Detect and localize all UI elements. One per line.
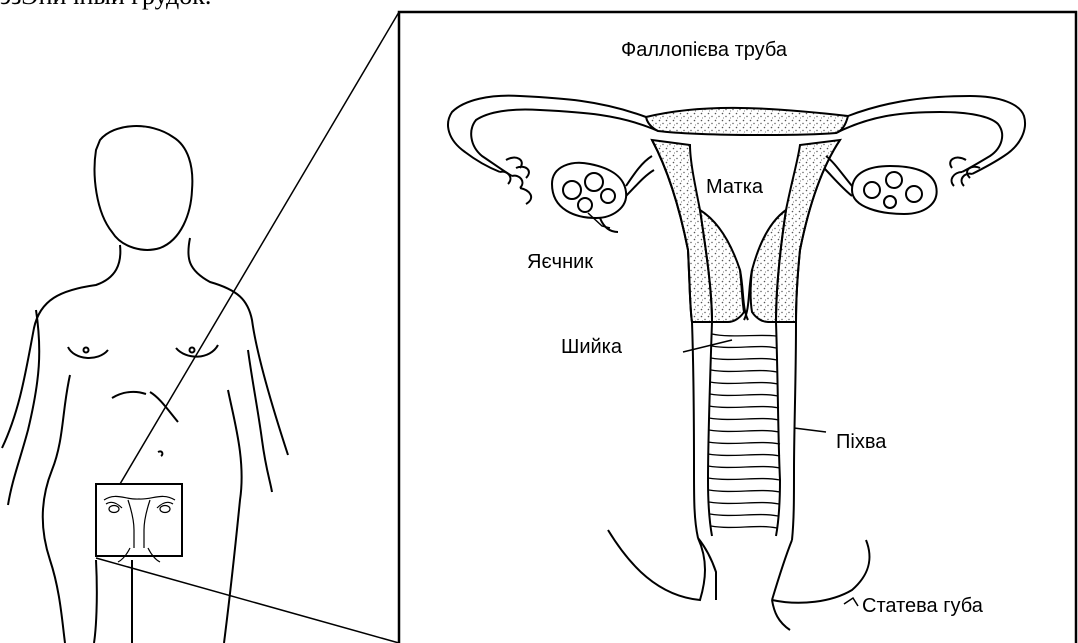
label-vagina: Піхва xyxy=(836,432,886,452)
label-ovary: Яєчник xyxy=(527,252,593,272)
label-fallopian-tube: Фаллопієва труба xyxy=(621,40,787,60)
inset-box xyxy=(96,484,182,556)
body-silhouette xyxy=(2,126,288,643)
label-uterus: Матка xyxy=(704,177,765,197)
label-cervix: Шийка xyxy=(561,337,622,357)
zoom-box xyxy=(399,12,1076,643)
label-labia: Статева губа xyxy=(862,596,983,616)
